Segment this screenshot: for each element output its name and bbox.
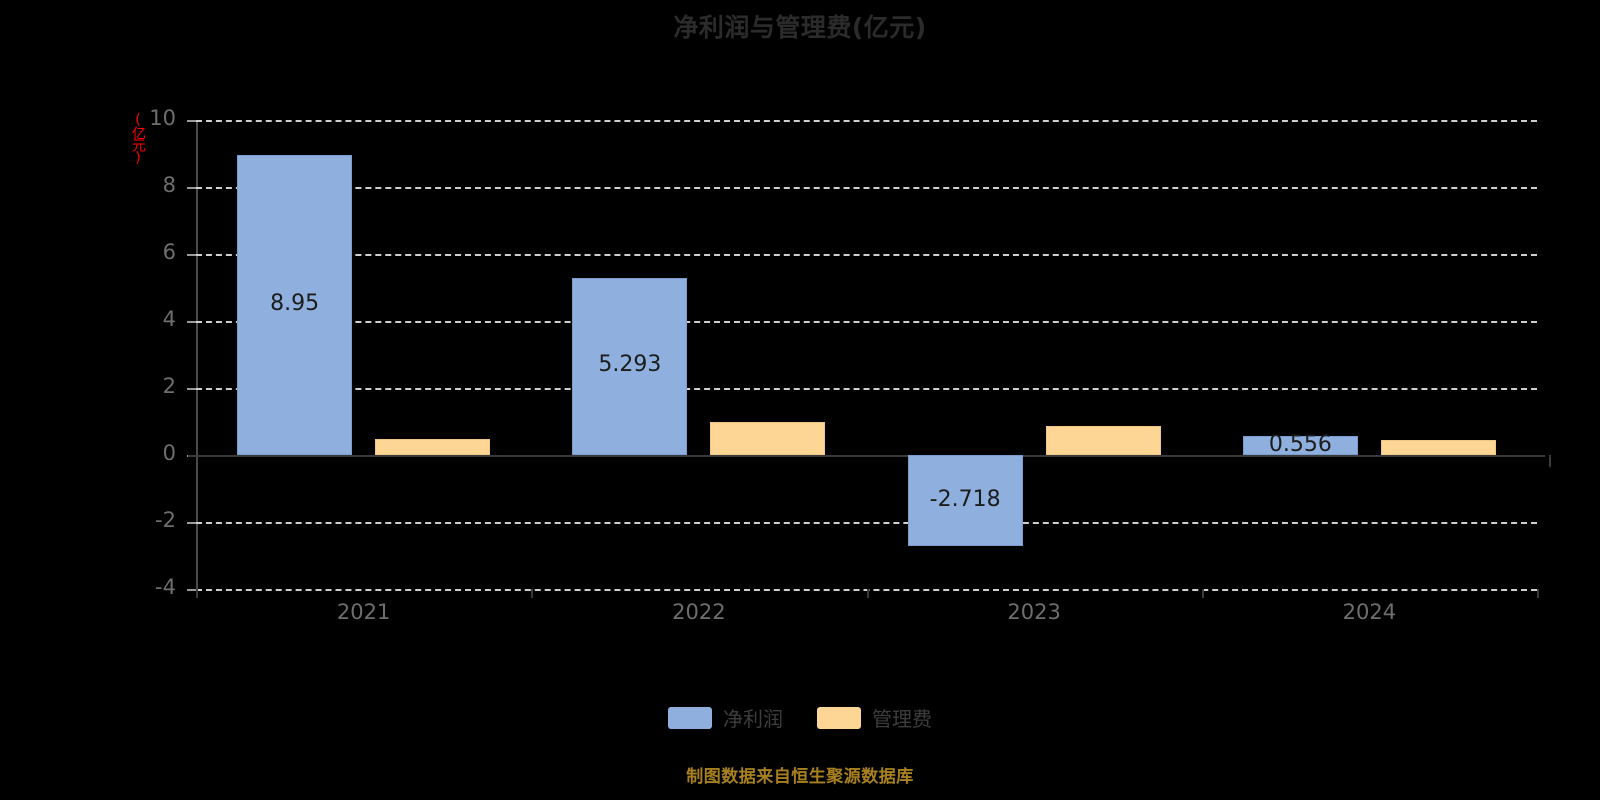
bar-management-expense[interactable]	[1045, 425, 1161, 455]
x-axis-tick	[196, 589, 198, 598]
y-axis-tick-label: 10	[149, 106, 176, 130]
y-axis-tick-label: -4	[155, 575, 176, 599]
gridline	[196, 120, 1537, 122]
x-axis-tick-label: 2023	[1007, 600, 1061, 624]
y-axis-tick-label: 0	[162, 441, 176, 465]
y-axis-tick	[187, 321, 196, 323]
footer-source-note: 制图数据来自恒生聚源数据库	[686, 767, 914, 787]
bar-management-expense[interactable]	[1380, 439, 1496, 455]
y-axis-tick-label: -2	[155, 508, 176, 532]
bar-value-label: -2.718	[929, 486, 1001, 512]
gridline	[196, 321, 1537, 323]
gridline	[196, 187, 1537, 189]
y-axis-tick-label: 2	[162, 374, 176, 398]
x-axis-tick	[866, 589, 869, 598]
x-axis-tick	[1201, 589, 1204, 598]
y-axis-tick-label: 4	[162, 307, 176, 331]
legend-item-management-expense[interactable]: 管理费	[817, 703, 932, 732]
bar-net-profit[interactable]	[1242, 436, 1358, 455]
y-axis-spine	[196, 120, 198, 589]
gridline	[196, 522, 1537, 524]
bar-value-label: 0.556	[1268, 431, 1332, 457]
x-axis-tick-label: 2022	[672, 600, 726, 624]
zero-axis-end-tick	[1549, 455, 1551, 467]
y-axis-tick	[187, 388, 196, 390]
y-axis-unit-label: (亿元)	[130, 112, 146, 164]
legend-label-net-profit: 净利润	[723, 707, 783, 731]
y-axis-tick	[187, 187, 196, 189]
x-axis-tick	[531, 589, 534, 598]
legend-swatch-management-expense	[817, 706, 861, 729]
legend-label-management-expense: 管理费	[872, 707, 932, 731]
bar-management-expense[interactable]	[710, 421, 826, 455]
y-axis-tick-label: 6	[162, 240, 176, 264]
bar-net-profit[interactable]	[907, 455, 1023, 547]
y-axis-tick-label: 8	[162, 173, 176, 197]
bar-management-expense[interactable]	[375, 438, 491, 455]
zero-axis-line	[188, 455, 1545, 457]
bar-net-profit[interactable]	[572, 277, 688, 455]
bar-net-profit[interactable]	[237, 155, 353, 455]
chart-title: 净利润与管理费(亿元)	[673, 13, 927, 42]
y-axis-tick	[187, 522, 196, 524]
gridline	[196, 254, 1537, 256]
gridline	[196, 388, 1537, 390]
bar-value-label: 5.293	[598, 352, 662, 378]
legend: 净利润 管理费	[0, 703, 1600, 732]
bar-value-label: 8.95	[270, 291, 320, 317]
legend-item-net-profit[interactable]: 净利润	[668, 703, 783, 732]
y-axis-tick	[187, 254, 196, 256]
y-axis-tick	[187, 589, 196, 591]
y-axis-tick	[187, 120, 196, 122]
x-axis-tick-label: 2024	[1342, 600, 1397, 624]
legend-swatch-net-profit	[668, 706, 712, 729]
x-axis-tick-label: 2021	[336, 600, 391, 624]
plot-area: 8.95 5.293 -2.718 0.556	[188, 120, 1551, 591]
x-axis-tick	[1537, 589, 1539, 598]
